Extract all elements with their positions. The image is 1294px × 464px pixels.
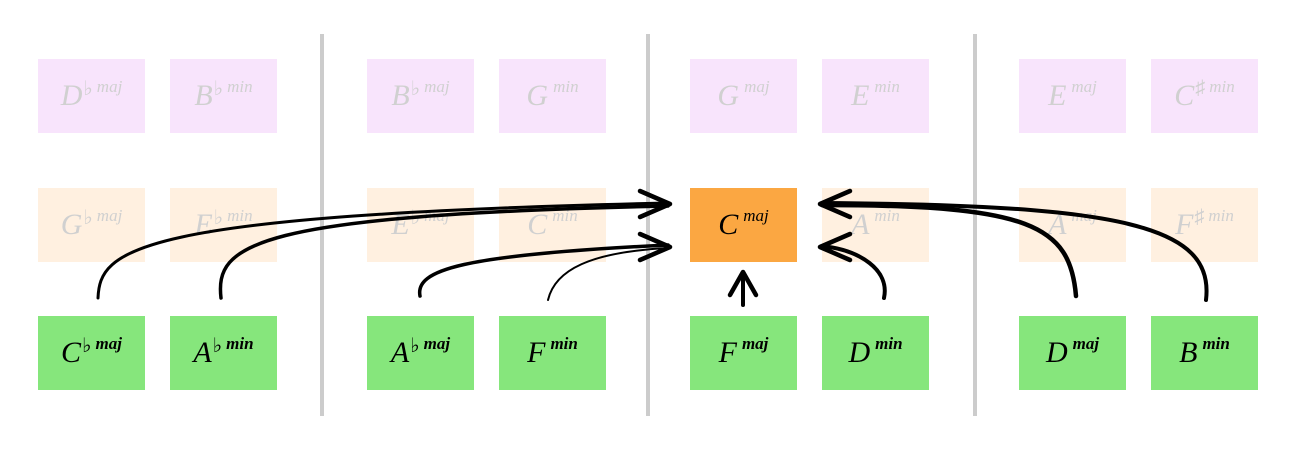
arrow-from-a-flat-maj	[417, 243, 670, 298]
arrow-from-b-min	[820, 201, 1209, 302]
arrowhead-right-upper	[817, 188, 853, 220]
chord-mid-8: F♯min	[1151, 188, 1258, 262]
chord-mid-1: G♭maj	[38, 188, 145, 262]
arrow-from-a-flat-min	[218, 204, 670, 300]
chord-bottom-2: A♭min	[170, 316, 277, 390]
arrowhead-left-lower	[637, 231, 673, 263]
chord-bottom-1: C♭maj	[38, 316, 145, 390]
section-divider-1	[320, 34, 324, 416]
arrowhead-right-lower	[817, 231, 853, 263]
chord-bottom-3: A♭maj	[367, 316, 474, 390]
arrow-from-c-flat-maj	[96, 201, 670, 300]
arrow-from-f-min	[547, 247, 669, 301]
chord-top-2: B♭min	[170, 59, 277, 133]
chord-top-1: D♭maj	[38, 59, 145, 133]
section-divider-2	[646, 34, 650, 416]
arrowhead-bottom	[727, 269, 759, 298]
section-divider-3	[973, 34, 977, 416]
arrow-from-d-maj	[819, 202, 1079, 299]
chord-top-3: B♭maj	[367, 59, 474, 133]
arrow-from-d-min	[820, 244, 887, 300]
arrowhead-left-upper	[637, 188, 673, 220]
chord-top-8: C♯min	[1151, 59, 1258, 133]
